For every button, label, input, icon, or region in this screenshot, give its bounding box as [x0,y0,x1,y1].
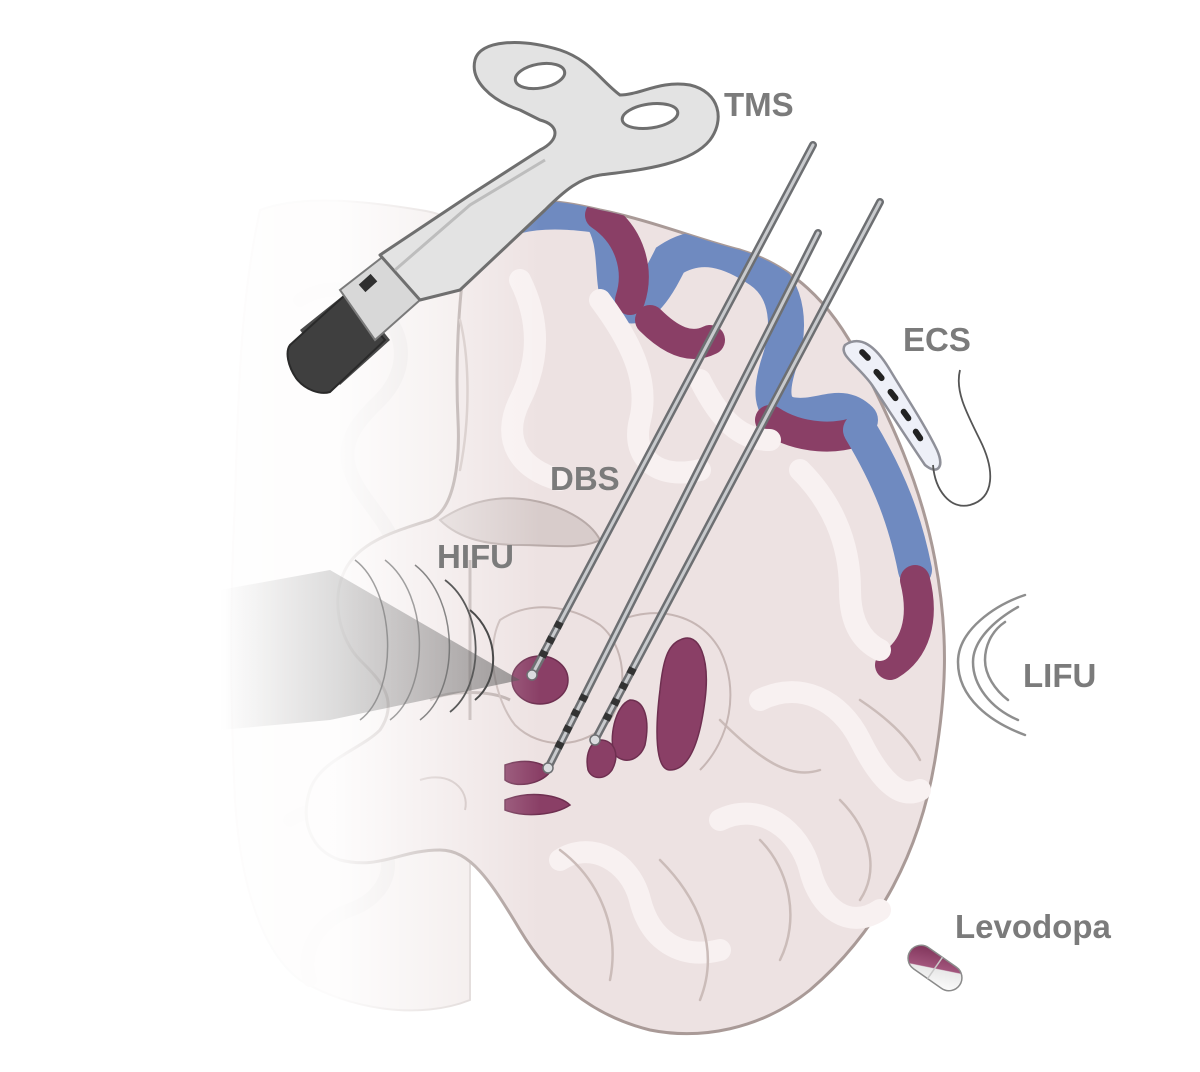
dbs-probe-2 [542,229,822,774]
dbs-probe-3 [589,198,884,746]
levodopa-label: Levodopa [955,908,1111,945]
tms-label: TMS [724,86,794,123]
ecs-electrode-strip [842,339,992,507]
hifu-transducer [220,559,520,730]
dbs-probe-1 [526,141,817,681]
hifu-label: HIFU [437,538,514,575]
dbs-probes [526,141,884,774]
lifu-waves [956,593,1027,737]
dbs-label: DBS [550,460,620,497]
ecs-lead-wire [932,369,992,507]
levodopa-capsule [907,944,963,992]
ecs-label: ECS [903,321,971,358]
tms-coil [286,41,720,394]
lifu-label: LIFU [1023,657,1097,694]
